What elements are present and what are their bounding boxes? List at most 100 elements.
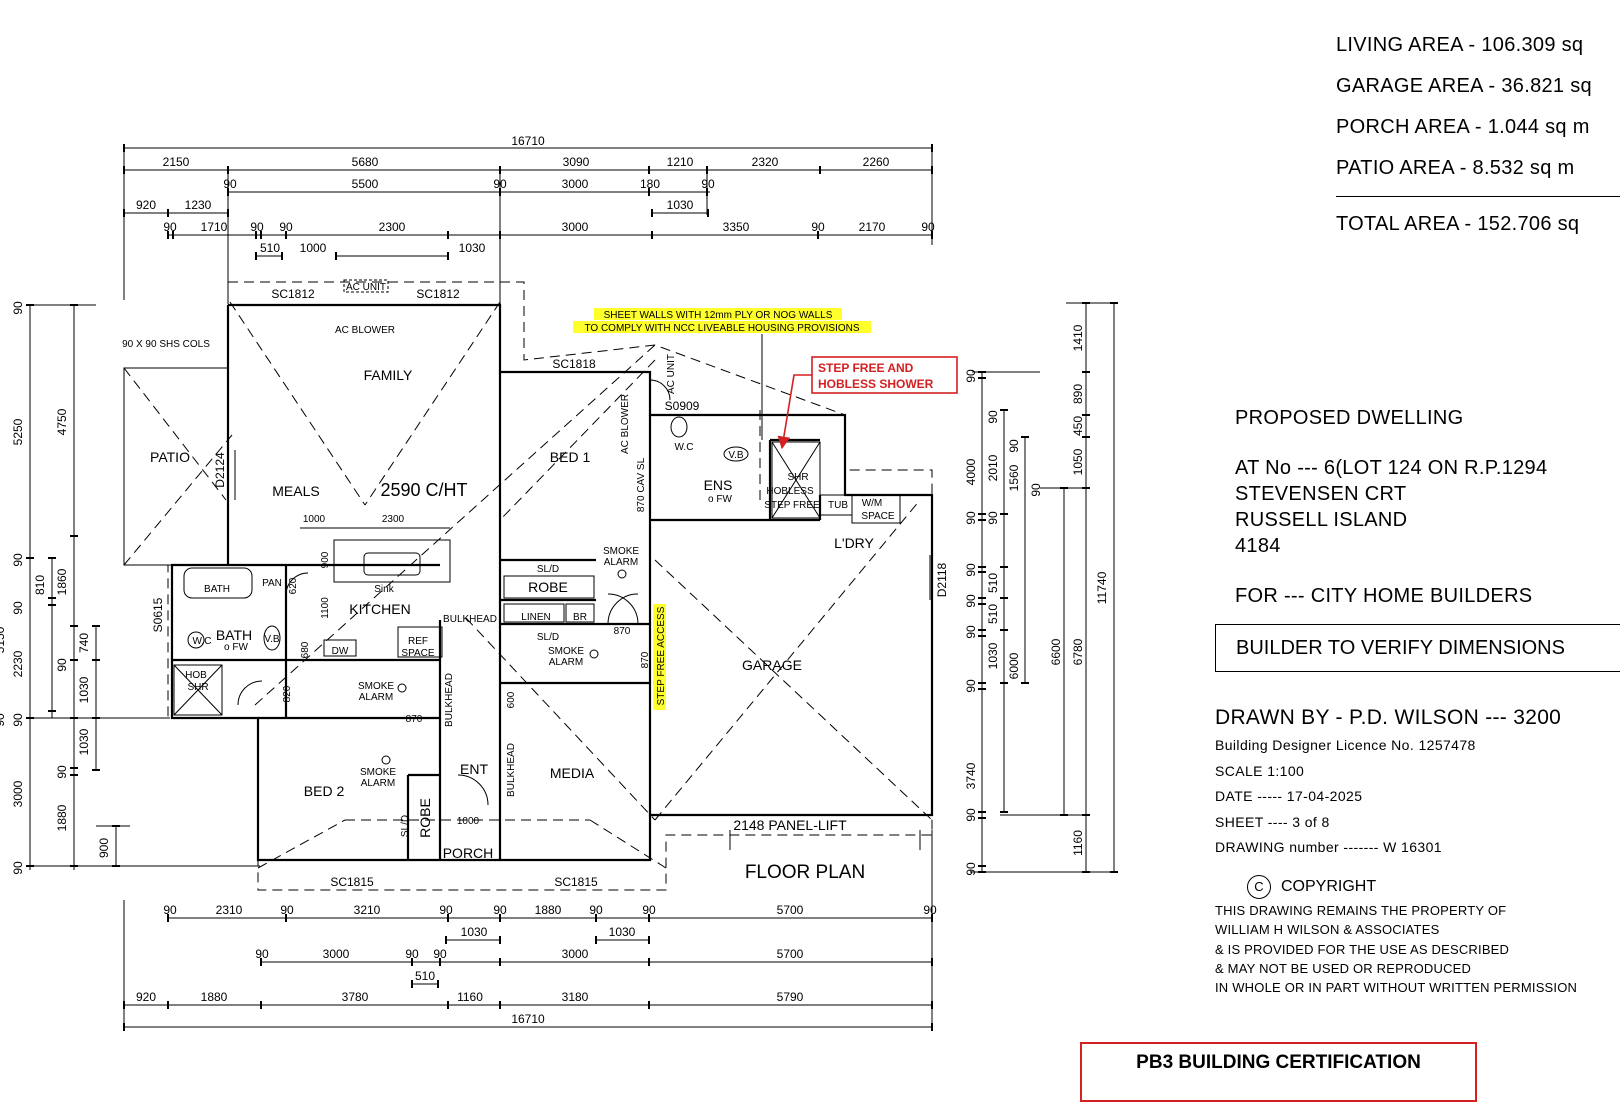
room-wm2: SPACE: [861, 511, 894, 522]
room-ref1: REF: [408, 636, 428, 647]
dim-top-r5-1: 1000: [300, 241, 327, 255]
dim-left-mid-2: 2230: [11, 650, 25, 677]
address-line-1: AT No --- 6(LOT 124 ON R.P.1294: [1235, 457, 1548, 479]
room-kitchen: KITCHEN: [349, 601, 410, 617]
label-smoke3: SMOKE: [603, 546, 639, 557]
label-sc1815b: SC1815: [554, 875, 598, 889]
room-ent: ENT: [460, 761, 488, 777]
dim-right-inner-3: 90: [964, 563, 978, 577]
dim-left-outer-3: 90: [11, 713, 25, 727]
porch-area: PORCH AREA - 1.044 sq m: [1336, 116, 1590, 138]
room-bed2: BED 2: [304, 783, 345, 799]
dim-top-r4-8: 2170: [859, 220, 886, 234]
room-meals: MEALS: [272, 483, 319, 499]
label-acunit: AC UNIT: [346, 282, 386, 293]
dim-bottom-r1-3: 3210: [354, 903, 381, 917]
room-porch: PORCH: [443, 845, 494, 861]
dim-right-outer-1: 890: [1071, 384, 1085, 404]
dim-bottom-r4-0: 510: [415, 969, 435, 983]
label-bulkhead3: BULKHEAD: [506, 743, 517, 797]
dim-top-r4-0: 90: [163, 220, 177, 234]
label-smoke2: SMOKE: [360, 767, 396, 778]
copyright-line-5: IN WHOLE OR IN PART WITHOUT WRITTEN PERM…: [1215, 980, 1578, 996]
label-smoke1: SMOKE: [358, 681, 394, 692]
dim-bottom-r1-5: 90: [493, 903, 507, 917]
right-dimensions: 11740 1410 890 450 1050 6780 1160 6600 9…: [964, 302, 1118, 876]
date: DATE ----- 17-04-2025: [1215, 788, 1363, 804]
dim-bottom-r2-0: 1030: [461, 925, 488, 939]
living-area: LIVING AREA - 106.309 sq: [1336, 34, 1584, 56]
room-shr2: SHR: [787, 472, 808, 483]
label-panel-lift: 2148 PANEL-LIFT: [733, 817, 847, 833]
dim-top-r3-0: 920: [136, 198, 156, 212]
dim-top-r4-3: 90: [279, 220, 293, 234]
dim-right-inner-0: 90: [964, 369, 978, 383]
note-ply-2: TO COMPLY WITH NCC LIVEABLE HOUSING PROV…: [584, 323, 859, 334]
dim-bottom-r1-6: 1880: [535, 903, 562, 917]
top-dimensions: 16710 2150 5680 3090 1210 2320 2260 90 5…: [123, 134, 935, 360]
address-line-3: RUSSELL ISLAND: [1235, 509, 1408, 531]
label-sc1812a: SC1812: [271, 287, 315, 301]
dim-right-outer-4: 11740: [1095, 571, 1109, 604]
room-ref2: SPACE: [401, 648, 434, 659]
dim-right-outer-5: 6780: [1071, 638, 1085, 665]
dim-top-overall: 16710: [511, 134, 545, 148]
dim-left-inner-7: 90: [55, 765, 69, 779]
drawing-number: DRAWING number ------- W 16301: [1215, 839, 1442, 855]
copyright-line-2: WILLIAM H WILSON & ASSOCIATES: [1215, 922, 1440, 938]
dim-bottom-r1-4: 90: [439, 903, 453, 917]
dim-right-inner-7: 3740: [964, 762, 978, 789]
room-wm1: W/M: [862, 498, 883, 509]
dim-right-inner-2: 90: [964, 511, 978, 525]
room-robe2: ROBE: [417, 798, 433, 838]
room-vb: V.B: [264, 634, 280, 645]
dim-left-inner-3: 1030: [77, 676, 91, 703]
room-hob: HOB: [185, 670, 207, 681]
dim-top-r4-5: 3000: [562, 220, 589, 234]
room-ens: ENS: [704, 477, 733, 493]
label-s0909: S0909: [665, 399, 700, 413]
dim-top-r4-9: 90: [921, 220, 935, 234]
dim-right-mid-2: 90: [986, 511, 1000, 525]
dim-top-r4-1: 1710: [201, 220, 228, 234]
dim-right-outer-6: 6600: [1049, 638, 1063, 665]
dim-top-r2-3: 3000: [562, 177, 589, 191]
dim-right-mid-0: 90: [986, 410, 1000, 424]
dim-bottom-r1-1: 2310: [216, 903, 243, 917]
dim-right-mid-6: 6000: [1007, 652, 1021, 679]
room-stepfree: STEP FREE: [764, 500, 820, 511]
room-fw2: o FW: [708, 494, 732, 505]
room-bed1: BED 1: [550, 449, 591, 465]
room-robe: ROBE: [528, 579, 568, 595]
room-linen: LINEN: [521, 612, 550, 623]
room-bath-room: BATH: [216, 627, 252, 643]
copyright-line-4: & MAY NOT BE USED OR REPRODUCED: [1215, 960, 1472, 976]
dim-left-inner-1: 1860: [55, 568, 69, 595]
label-d820: 820: [282, 685, 293, 702]
label-acblower2: AC BLOWER: [620, 394, 631, 454]
dim-top-r4-6: 3350: [723, 220, 750, 234]
dim-top-r1-4: 2320: [752, 155, 779, 169]
patio-area: PATIO AREA - 8.532 sq m: [1336, 157, 1575, 179]
room-fw: o FW: [224, 642, 248, 653]
dim-right-inner-1: 4000: [964, 458, 978, 485]
bottom-dimensions: 90 2310 90 3210 90 90 1880 90 90 5700 90…: [123, 830, 937, 1031]
dim-top-r5-0: 510: [260, 241, 280, 255]
label-bulkhead2: BULKHEAD: [444, 673, 455, 727]
dim-bottom-r5-5: 5790: [777, 990, 804, 1004]
total-area: TOTAL AREA - 152.706 sq: [1336, 213, 1580, 235]
dim-bottom-r5-4: 3180: [562, 990, 589, 1004]
room-patio: PATIO: [150, 449, 190, 465]
note-step-2: HOBLESS SHOWER: [818, 377, 934, 391]
dim-right-mid-4: 510: [986, 604, 1000, 624]
ply-note-highlight-2: [573, 321, 871, 333]
dim-left-small-0: 900: [97, 838, 111, 858]
label-alarm3: ALARM: [604, 557, 638, 568]
address-line-2: STEVENSEN CRT: [1235, 483, 1407, 505]
licence: Building Designer Licence No. 1257478: [1215, 737, 1476, 753]
note-ply-1: SHEET WALLS WITH 12mm PLY OR NOG WALLS: [604, 310, 833, 321]
dim-top-r2-1: 5500: [352, 177, 379, 191]
label-bulkhead1: BULKHEAD: [443, 614, 497, 625]
dim-right-inner-5: 90: [964, 625, 978, 639]
dim-top-r1-2: 3090: [563, 155, 590, 169]
